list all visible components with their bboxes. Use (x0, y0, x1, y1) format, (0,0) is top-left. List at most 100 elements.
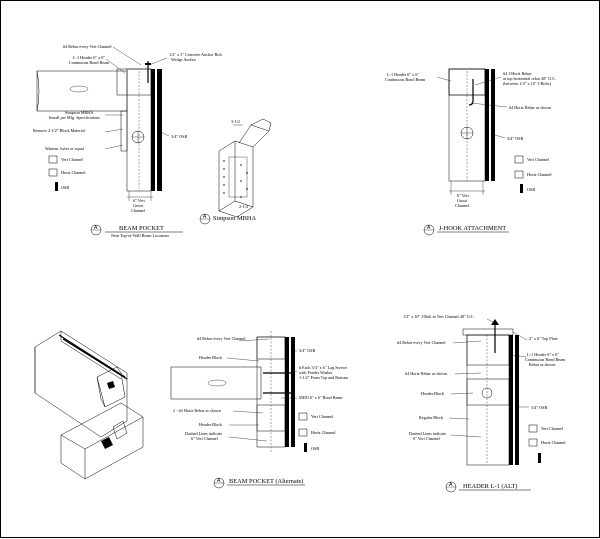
legend-vert-swatch (528, 424, 538, 433)
svg-text:A: A (427, 225, 431, 231)
osb-sheathing (151, 69, 155, 191)
detail-header-l1-alt: 1/2" x 10" J-Bolt in Vert Channel 48" O.… (397, 314, 566, 493)
label-grout: Grout (133, 203, 144, 208)
label-header: L-1 Header 6" x 6" (73, 55, 105, 60)
svg-text:Horiz Channel: Horiz Channel (527, 172, 552, 177)
label-channel: Channel (455, 203, 470, 208)
label-osb: 3/4" OSB (507, 136, 523, 141)
legend-vert-swatch (514, 155, 524, 164)
label-osb: 3/4" OSB (171, 134, 187, 139)
label-hook-3: (between 1/2" x 10" J-Bolts) (503, 81, 551, 86)
label-hook-1: #4 J-Hook Rebar (503, 71, 532, 76)
label-l1-b: Continuous Bond Beam (525, 357, 566, 362)
svg-text:OSB: OSB (527, 187, 535, 192)
label-waterm: Waterm. bytes or equal (45, 146, 85, 151)
legend-osb-swatch (520, 184, 523, 193)
label-horiz: #4 Horiz Rebar as shown (405, 371, 448, 376)
label-grout: Grout (457, 198, 468, 203)
detail-simpson-mbha: 3-1/2 2-1/4 A Simpson MBHA (199, 118, 272, 225)
label-header-2: Continuous Bond Beam (385, 77, 426, 82)
legend-vert-swatch (298, 412, 308, 421)
block-wall (466, 334, 510, 466)
legend-horiz-label: Horiz Channel (61, 170, 86, 175)
detail-title: BEAM POCKET (119, 225, 164, 232)
label-bond-beam: MDO 6" x 6" Bond Beam (299, 395, 343, 400)
svg-text:Vert Channel: Vert Channel (527, 157, 550, 162)
label-rebar: #4 Horiz Rebar as shown (509, 105, 552, 110)
dim-top: 3-1/2 (231, 119, 240, 124)
bond-beam (116, 68, 152, 96)
detail-subtitle: Near Top-of-Wall Beam Locations (111, 233, 169, 238)
legend-horiz-swatch (48, 168, 58, 177)
wood-beam (36, 70, 128, 112)
legend-vert-label: Vert Channel (61, 157, 84, 162)
label-jbolt: 1/2" x 10" J-Bolt in Vert Channel 48" O.… (403, 314, 475, 319)
label-lag-3: 1-1/2" From Top and Bottom (299, 375, 349, 380)
svg-text:A: A (94, 225, 98, 231)
label-header-2: Continuous Bond Beam (69, 60, 110, 65)
label-horiz: 2 - #4 Horiz Rebar as shown (173, 408, 222, 413)
detail-title: J-HOOK ATTACHMENT (439, 225, 506, 232)
label-header: L-1 Header 6" x 6" (387, 72, 419, 77)
label-osb: 3/4" OSB (299, 348, 315, 353)
label-l1-a: L-1 Header 6" x 6" (527, 352, 559, 357)
label-hook-2: at top horizontal rebar 48" O.C. (503, 76, 556, 81)
top-plate (462, 328, 514, 336)
svg-text:OSB: OSB (311, 446, 319, 451)
detail-title: HEADER L-1 (ALT) (463, 483, 517, 490)
label-rebar-vert: #4 Rebar every Vert Channel (397, 340, 446, 345)
label-dashed-1: Dashed Lines indicate (409, 431, 446, 436)
detail-beam-pocket-alt: #4 Rebar every Vert Channel Header Block… (170, 331, 349, 489)
label-mbha: Simpson MBHA (65, 110, 93, 115)
legend-horiz-swatch (528, 438, 538, 447)
wood-beam (170, 366, 262, 400)
dim-bottom: 2-1/4 (239, 204, 249, 209)
osb-sheathing (509, 335, 513, 465)
label-anchor-2: Wedge Anchor (171, 57, 197, 62)
label-remove: Remove 2-1/2" Block Material (33, 128, 86, 133)
detail-title: Simpson MBHA (213, 215, 257, 222)
svg-text:Horiz Channel: Horiz Channel (311, 430, 336, 435)
legend-horiz-swatch (514, 170, 524, 179)
label-lag-1: # Each 3/4" x 6" Lag Screws (299, 365, 348, 370)
label-osb: 3/4" OSB (531, 405, 547, 410)
legend-osb-label: OSB (61, 185, 69, 190)
label-channel: Channel (131, 208, 146, 213)
label-vert: 6" Vert (133, 198, 146, 203)
detail-title: BEAM POCKET (Alternate) (229, 478, 303, 485)
svg-text:A: A (449, 482, 453, 488)
detail-isometric (34, 330, 144, 480)
label-regular-block: Regular Block (419, 415, 444, 420)
legend-osb-swatch (55, 182, 58, 191)
detail-beam-pocket: #4 Rebar every Vert Channel L-1 Header 6… (33, 44, 223, 238)
legend-osb-swatch (538, 453, 541, 463)
label-anchor: 1/2" x 3" Concrete Anchor Bolt (169, 52, 223, 57)
legend-osb-swatch (304, 443, 307, 452)
legend-horiz-swatch (298, 428, 308, 437)
detail-j-hook: L-1 Header 6" x 6" Continuous Bond Beam … (385, 68, 556, 236)
label-header-block: Header Block (421, 391, 445, 396)
label-lag-2: with Fender Washer (299, 370, 333, 375)
svg-text:A: A (217, 478, 221, 484)
label-top-plate: 2" x 6" Top Plate (529, 336, 558, 341)
label-dashed-2: 6" Vert Channel (413, 436, 441, 441)
label-mbha-2: Install per Mfg. Specifications (49, 115, 100, 120)
label-header-block: Header Block (199, 355, 223, 360)
label-rebar-vert: #4 Rebar every Vert Channel (63, 44, 112, 49)
legend-vert-swatch (48, 155, 58, 164)
svg-text:Vert Channel: Vert Channel (311, 414, 334, 419)
label-vert: 6" Vert (457, 193, 470, 198)
svg-text:Horiz Channel: Horiz Channel (541, 440, 566, 445)
svg-text:Vert Channel: Vert Channel (541, 426, 564, 431)
osb-sheathing (485, 69, 489, 181)
svg-text:A: A (203, 214, 207, 220)
label-rebar-vert: #4 Rebar every Vert Channel (197, 336, 246, 341)
label-l1-c: Rebar as shown (529, 362, 556, 367)
label-header-block-2: Header Block (199, 422, 223, 427)
label-dashed-2: 6" Vert Channel (191, 436, 219, 441)
osb-sheathing (285, 337, 289, 447)
label-dashed-1: Dashed Lines indicate (185, 431, 222, 436)
nail-holes (223, 160, 248, 198)
